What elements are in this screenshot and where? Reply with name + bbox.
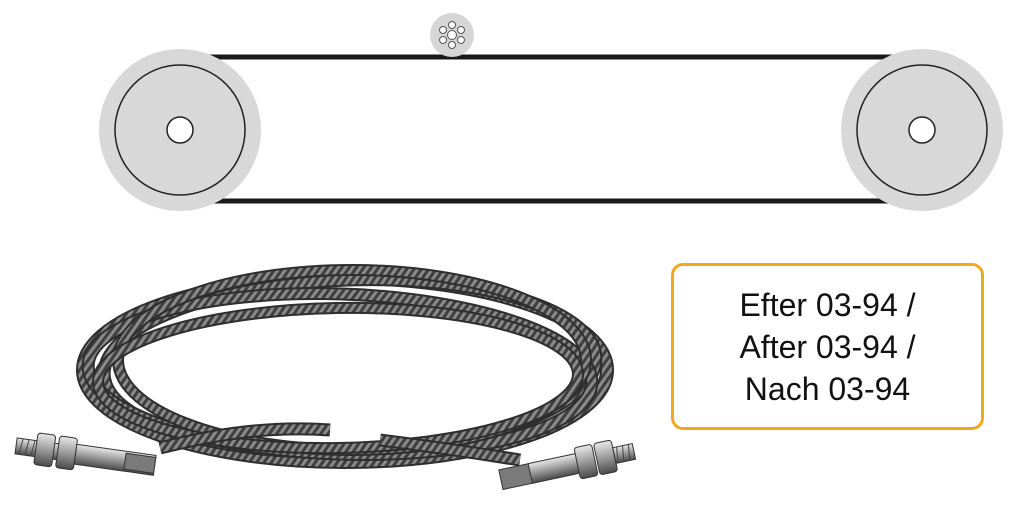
cable-cross-section-icon bbox=[430, 13, 474, 57]
right-pulley-icon bbox=[841, 49, 1003, 211]
right-threaded-end-icon bbox=[498, 439, 637, 491]
date-info-box: Efter 03-94 / After 03-94 / Nach 03-94 bbox=[671, 263, 984, 430]
left-threaded-end-icon bbox=[14, 432, 157, 476]
info-line-german: Nach 03-94 bbox=[744, 370, 911, 407]
cable-coil-icon bbox=[76, 264, 614, 469]
left-pulley-icon bbox=[99, 49, 261, 211]
belt-drive bbox=[99, 13, 1003, 211]
info-line-english: After 03-94 / bbox=[739, 328, 916, 365]
info-line-swedish: Efter 03-94 / bbox=[739, 286, 916, 323]
